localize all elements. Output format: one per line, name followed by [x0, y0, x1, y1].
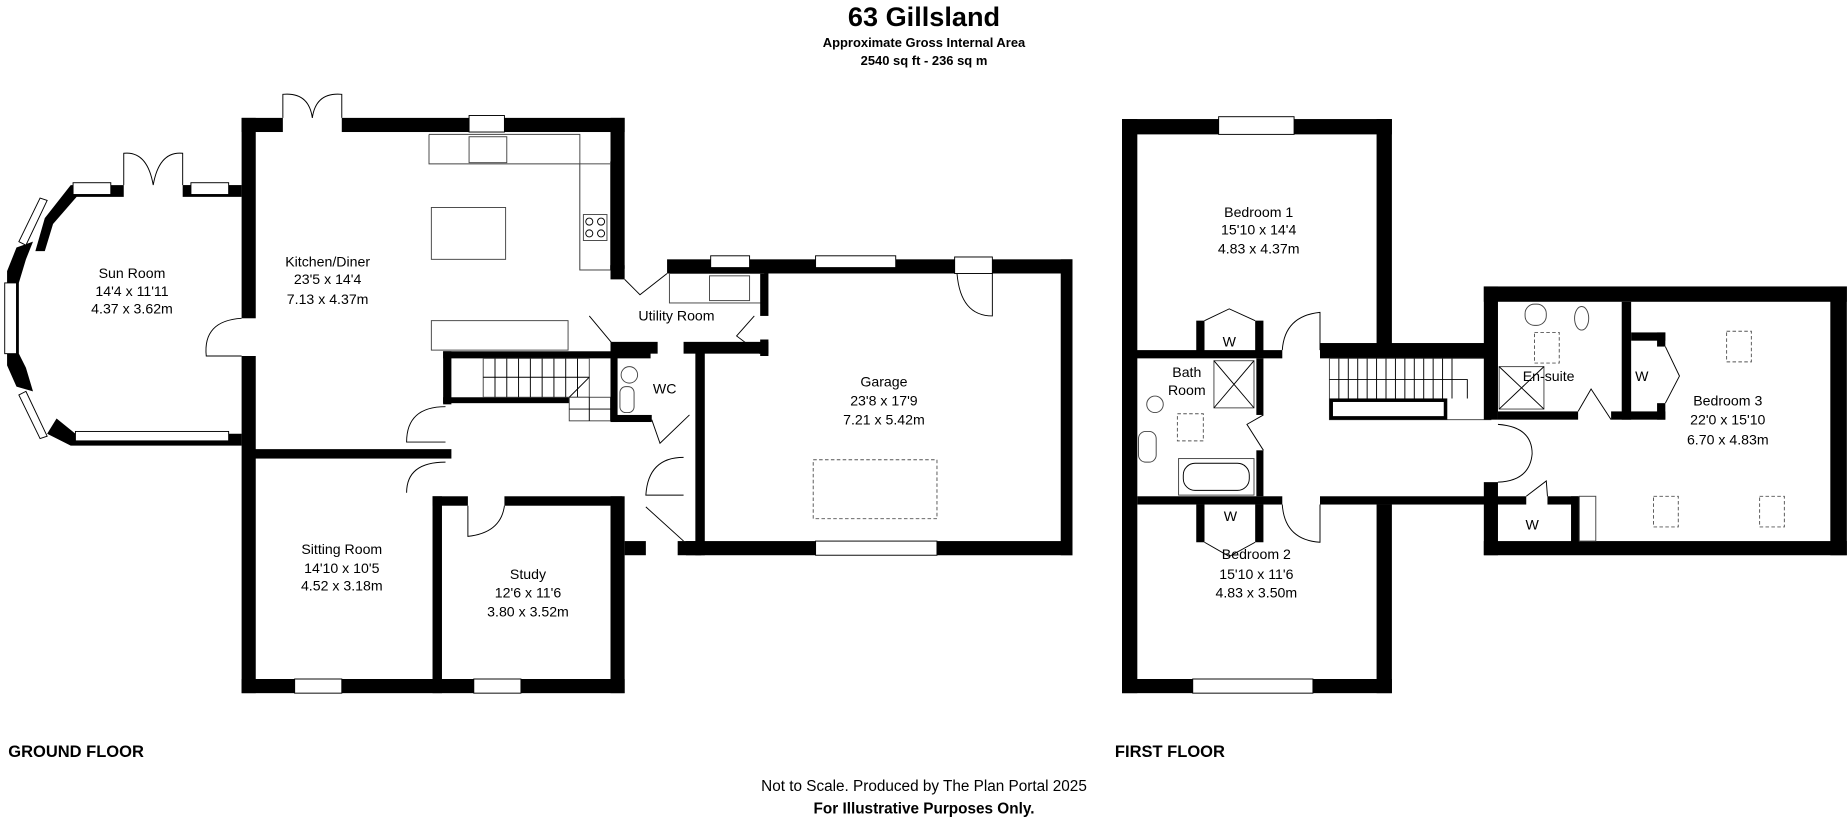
kitchen-island	[430, 207, 507, 260]
room-bedroom-2: Bedroom 2 15'10 x 11'6 4.83 x 3.50m	[1216, 546, 1298, 601]
svg-text:Bedroom 2: Bedroom 2	[1222, 546, 1291, 562]
svg-text:4.83 x 3.50m: 4.83 x 3.50m	[1216, 585, 1298, 601]
area-caption: Approximate Gross Internal Area	[823, 35, 1026, 50]
svg-text:Bedroom 1: Bedroom 1	[1224, 204, 1293, 220]
door	[651, 414, 690, 445]
loft-hatch	[1726, 330, 1752, 363]
area-value: 2540 sq ft - 236 sq m	[861, 53, 988, 68]
svg-text:14'10 x 10'5: 14'10 x 10'5	[304, 560, 379, 576]
worktop	[430, 320, 569, 351]
svg-text:Sun Room: Sun Room	[99, 265, 166, 281]
svg-text:4.37 x 3.62m: 4.37 x 3.62m	[91, 301, 173, 317]
room-utility: Utility Room	[638, 308, 714, 324]
room-bedroom-3: Bedroom 3 22'0 x 15'10 6.70 x 4.83m	[1687, 393, 1769, 448]
loft-hatch	[1534, 331, 1560, 364]
toilet-icon	[1146, 395, 1164, 414]
bath-icon	[1178, 458, 1255, 496]
room-sun-room: Sun Room 14'4 x 11'11 4.37 x 3.62m	[91, 265, 173, 316]
svg-text:Study: Study	[510, 566, 547, 582]
wardrobe-doors	[1664, 346, 1680, 404]
loft-hatch	[812, 459, 938, 520]
svg-text:Bath: Bath	[1172, 364, 1201, 380]
footer-disclaimer: For Illustrative Purposes Only.	[814, 800, 1035, 817]
door	[205, 317, 242, 357]
door	[1246, 414, 1264, 451]
door	[1281, 311, 1321, 351]
wardrobe-label: W	[1223, 334, 1237, 350]
svg-text:14'4 x 11'11: 14'4 x 11'11	[95, 283, 168, 299]
door	[1281, 504, 1321, 543]
svg-text:22'0 x 15'10: 22'0 x 15'10	[1690, 411, 1765, 427]
room-sitting-room: Sitting Room 14'10 x 10'5 4.52 x 3.18m	[301, 541, 383, 594]
basin-icon	[1524, 303, 1547, 326]
svg-text:15'10 x 11'6: 15'10 x 11'6	[1219, 566, 1293, 582]
svg-text:Garage: Garage	[860, 374, 907, 390]
loft-hatch	[1653, 495, 1679, 528]
wardrobe-door	[1525, 480, 1548, 497]
door	[1497, 423, 1533, 483]
wardrobe-label: W	[1635, 368, 1649, 384]
footer-credit: Not to Scale. Produced by The Plan Porta…	[761, 778, 1087, 795]
room-study: Study 12'6 x 11'6 3.80 x 3.52m	[487, 566, 569, 620]
svg-text:6.70 x 4.83m: 6.70 x 4.83m	[1687, 431, 1769, 447]
wardrobe-doors	[1204, 308, 1256, 322]
svg-text:Sitting Room: Sitting Room	[301, 541, 382, 557]
first-floor-plan: W Bath Room W	[1122, 116, 1847, 694]
svg-text:3.80 x 3.52m: 3.80 x 3.52m	[487, 604, 569, 620]
garage-door	[956, 273, 993, 317]
room-bedroom-1: Bedroom 1 15'10 x 14'4 4.83 x 4.37m	[1218, 204, 1300, 257]
plan-title: 63 Gillsland	[848, 1, 1000, 32]
svg-text:23'5 x 14'4: 23'5 x 14'4	[294, 271, 362, 287]
sink-icon	[468, 136, 508, 164]
sink-icon	[709, 275, 751, 302]
ground-floor-plan: Sun Room 14'4 x 11'11 4.37 x 3.62m Kitch…	[4, 93, 1073, 694]
hob-icon	[582, 214, 608, 241]
door	[1577, 388, 1612, 420]
room-kitchen-diner: Kitchen/Diner 23'5 x 14'4 7.13 x 4.37m	[285, 253, 370, 307]
french-doors	[282, 93, 343, 118]
staircase	[482, 357, 611, 422]
first-floor-label: FIRST FLOOR	[1115, 743, 1225, 761]
svg-text:23'8 x 17'9: 23'8 x 17'9	[850, 393, 918, 409]
svg-text:12'6 x 11'6: 12'6 x 11'6	[495, 585, 562, 601]
front-door	[645, 456, 684, 542]
loft-hatch	[1759, 495, 1785, 528]
wardrobe-doors	[1204, 541, 1256, 557]
sun-room-french-doors	[123, 152, 184, 186]
svg-text:4.83 x 4.37m: 4.83 x 4.37m	[1218, 240, 1300, 256]
svg-text:Bedroom 3: Bedroom 3	[1693, 393, 1762, 409]
svg-text:7.13 x 4.37m: 7.13 x 4.37m	[287, 291, 369, 307]
room-wc: WC	[653, 381, 677, 397]
door	[467, 505, 505, 537]
room-bathroom: Bath Room	[1168, 364, 1206, 398]
wardrobe-label: W	[1525, 516, 1539, 532]
basin-icon	[1138, 430, 1157, 463]
ground-floor-label: GROUND FLOOR	[8, 743, 144, 761]
wardrobe-label: W	[1224, 508, 1238, 524]
room-garage: Garage 23'8 x 17'9 7.21 x 5.42m	[843, 374, 925, 428]
loft-hatch	[1176, 413, 1204, 442]
svg-text:4.52 x 3.18m: 4.52 x 3.18m	[301, 578, 383, 594]
toilet-icon	[620, 366, 639, 384]
door	[406, 406, 446, 493]
door	[588, 273, 761, 355]
room-en-suite: En-suite	[1523, 368, 1575, 384]
svg-text:7.21 x 5.42m: 7.21 x 5.42m	[843, 411, 925, 427]
svg-text:Room: Room	[1168, 382, 1206, 398]
basin-icon	[619, 386, 635, 414]
staircase	[1328, 357, 1492, 421]
window	[468, 115, 505, 133]
svg-text:15'10 x 14'4: 15'10 x 14'4	[1221, 222, 1296, 238]
svg-text:Kitchen/Diner: Kitchen/Diner	[285, 253, 370, 269]
toilet-icon	[1574, 306, 1590, 331]
